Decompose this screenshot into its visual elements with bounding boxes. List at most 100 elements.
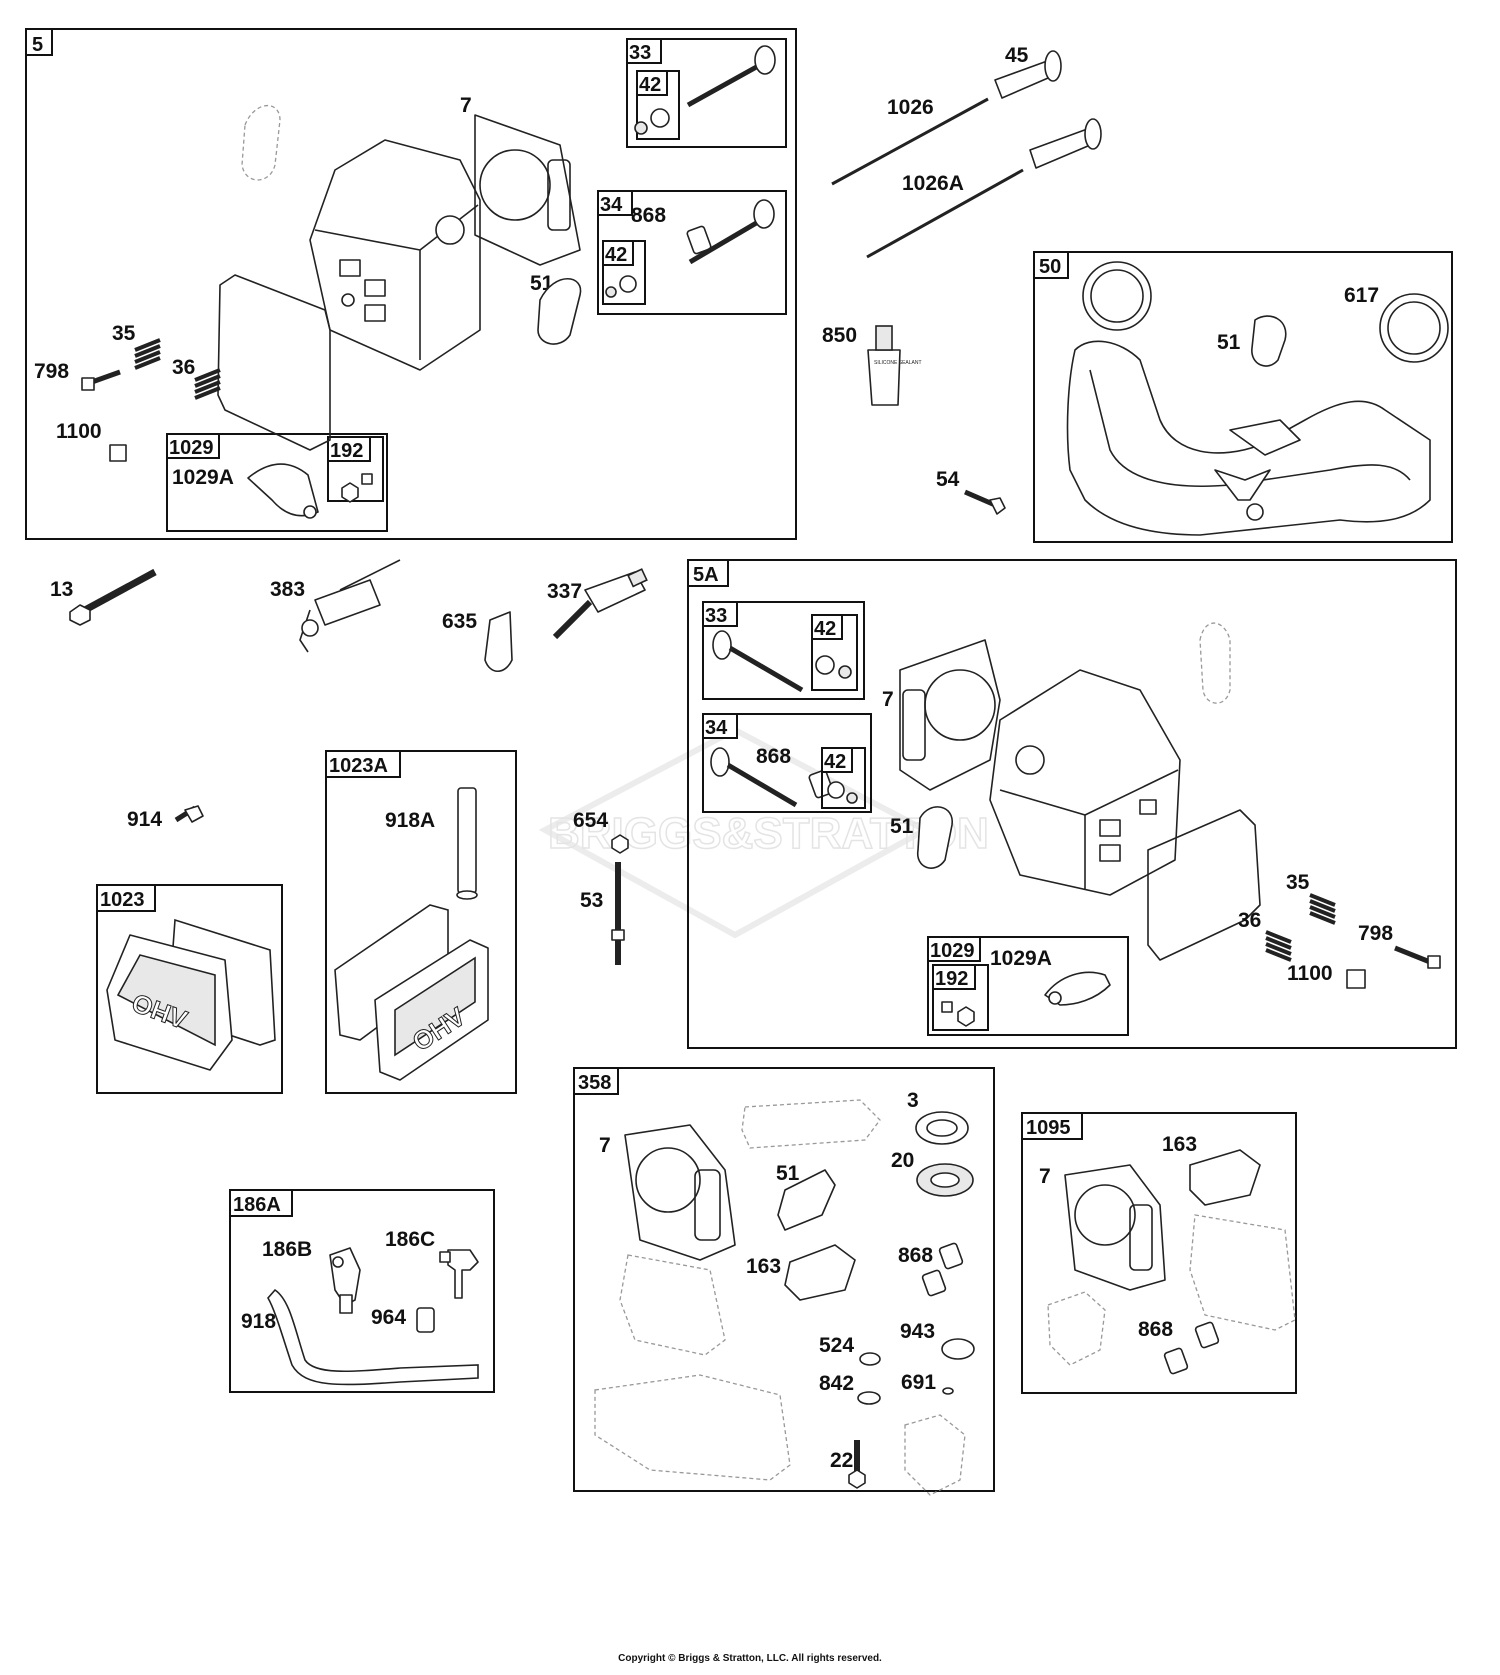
label-868: 868 — [898, 1244, 933, 1267]
label-1029A: 1029A — [172, 466, 234, 489]
valve-guide-icon — [1163, 1347, 1189, 1375]
group-1095: 1095 163 7 868 — [1021, 1112, 1297, 1394]
valve-icon — [994, 50, 1062, 99]
bolt-icon — [174, 805, 204, 823]
group-1023: 1023 OHV — [96, 884, 283, 1094]
gasket-icon — [1189, 1149, 1261, 1206]
group-5-33-tag: 33 — [629, 42, 651, 64]
group-5A-34-tag: 34 — [705, 717, 728, 739]
label-36: 36 — [172, 356, 195, 379]
group-1095-tag: 1095 — [1026, 1117, 1071, 1139]
group-5A-33-tag: 33 — [705, 605, 727, 627]
label-1029A: 1029A — [990, 947, 1052, 970]
group-358: 358 7 3 20 51 163 868 943 524 842 69 — [573, 1067, 995, 1496]
label-1100: 1100 — [1287, 962, 1333, 985]
label-918: 918 — [241, 1310, 276, 1333]
clip-icon — [109, 444, 127, 462]
label-914: 914 — [127, 808, 162, 831]
label-13: 13 — [50, 578, 73, 601]
head-gasket-icon — [1064, 1164, 1166, 1291]
label-51: 51 — [776, 1162, 800, 1185]
gasket-icon — [1199, 622, 1231, 704]
label-918A: 918A — [385, 809, 435, 832]
group-5A-1029-tag: 1029 — [930, 940, 975, 962]
copyright-notice: Copyright © Briggs & Stratton, LLC. All … — [618, 1653, 882, 1664]
group-50-tag: 50 — [1039, 256, 1061, 278]
fuel-solenoid-icon — [299, 559, 401, 653]
valve-keeper-icon — [634, 108, 670, 135]
rocker-arm-icon — [1044, 971, 1111, 1006]
group-5-34-42-tag: 42 — [605, 244, 627, 266]
o-ring-icon — [857, 1391, 881, 1405]
label-617: 617 — [1344, 284, 1379, 307]
tube-icon — [456, 787, 478, 900]
group-1023-tag: 1023 — [100, 889, 145, 911]
gasket-icon — [917, 806, 953, 869]
cylinder-head-icon — [309, 139, 481, 371]
label-51: 51 — [890, 815, 914, 838]
valve-guide-icon — [938, 1242, 964, 1270]
gasket-icon — [741, 1099, 881, 1149]
group-186A-tag: 186A — [233, 1194, 281, 1216]
label-22: 22 — [830, 1449, 853, 1472]
valve-icon — [688, 199, 775, 265]
group-5-34-tag: 34 — [600, 194, 623, 216]
nut-icon — [611, 834, 629, 854]
label-337: 337 — [547, 580, 582, 603]
elbow-fitting-icon — [439, 1249, 479, 1299]
label-163: 163 — [746, 1255, 781, 1278]
valve-icon — [686, 45, 776, 108]
push-rod-icon — [831, 97, 989, 186]
valve-cover-gasket-icon — [619, 1254, 726, 1356]
valve-guide-icon — [1194, 1321, 1220, 1349]
group-1023A-tag: 1023A — [329, 755, 388, 777]
group-5-192-tag: 192 — [330, 440, 363, 462]
label-53: 53 — [580, 889, 603, 912]
group-5: 5 33 42 34 868 42 — [25, 28, 797, 540]
label-1100: 1100 — [56, 420, 102, 443]
label-36: 36 — [1238, 909, 1261, 932]
bolt-icon — [848, 1440, 866, 1489]
label-45: 45 — [1005, 44, 1029, 67]
group-5-1029-tag: 1029 — [169, 437, 214, 459]
label-54: 54 — [936, 468, 960, 491]
label-1026: 1026 — [887, 96, 934, 119]
valve-cover-icon: OHV — [106, 934, 233, 1071]
gasket-icon — [1251, 315, 1287, 367]
label-524: 524 — [819, 1334, 854, 1357]
label-868: 868 — [756, 745, 791, 768]
gasket-icon — [777, 1169, 836, 1231]
head-gasket-icon — [624, 1124, 736, 1261]
valve-guide-icon — [686, 225, 712, 255]
bolt-icon — [1394, 945, 1441, 969]
label-964: 964 — [371, 1306, 406, 1329]
head-gasket-icon — [899, 639, 1001, 791]
label-691: 691 — [901, 1371, 936, 1394]
valve-keeper-icon — [815, 655, 852, 679]
label-186C: 186C — [385, 1228, 435, 1251]
valve-cover-gasket-icon — [217, 274, 331, 451]
breather-valve-icon — [329, 1247, 361, 1314]
sealant-tube-label: SILICONE SEALANT — [874, 360, 922, 366]
label-1026A: 1026A — [902, 172, 964, 195]
spark-plug-icon — [552, 568, 648, 640]
bolt-icon — [81, 369, 121, 391]
gasket-icon — [537, 277, 582, 345]
label-7: 7 — [882, 688, 894, 711]
label-868: 868 — [1138, 1318, 1173, 1341]
valve-guide-icon — [921, 1269, 947, 1297]
label-850: 850 — [822, 324, 857, 347]
label-943: 943 — [900, 1320, 935, 1343]
head-gasket-icon — [474, 114, 581, 266]
bolt-icon — [69, 568, 157, 626]
group-1023A: 1023A 918A OHV — [325, 750, 517, 1094]
group-50: 50 51 617 — [1033, 251, 1453, 543]
bolt-icon — [964, 489, 1006, 515]
o-ring-icon — [941, 1338, 975, 1360]
spring-icon — [134, 338, 161, 370]
spring-icon — [1265, 930, 1292, 962]
valve-keeper-icon — [827, 781, 858, 804]
o-ring-icon — [942, 1387, 954, 1395]
group-5A-33-42-tag: 42 — [814, 618, 836, 640]
